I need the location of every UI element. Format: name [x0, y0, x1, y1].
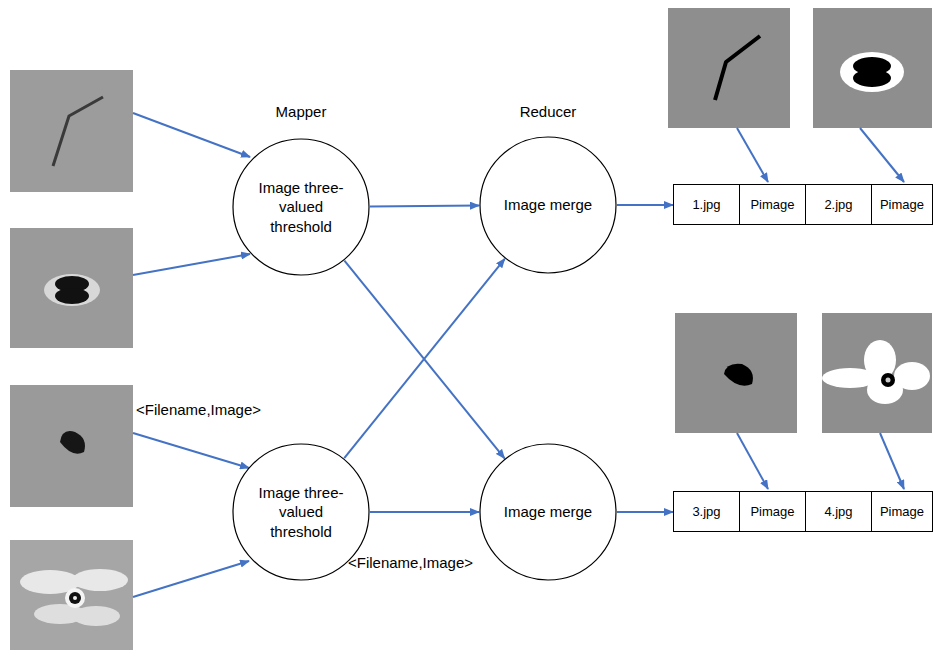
node-label: Image merge	[494, 195, 602, 215]
cell-text: Pimage	[880, 504, 924, 519]
process-circle: Image merge	[479, 443, 617, 581]
cell-text: 4.jpg	[824, 504, 852, 519]
input-image	[10, 228, 133, 348]
output-image	[822, 313, 932, 433]
cell-text: 3.jpg	[692, 504, 720, 519]
process-circle: Image three-valued threshold	[232, 138, 370, 276]
node-label: Image three-valued threshold	[247, 178, 355, 237]
cell-text: 2.jpg	[824, 197, 852, 212]
column-heading: Mapper	[276, 103, 327, 120]
cell-text: 1.jpg	[692, 197, 720, 212]
image-arrow	[133, 113, 904, 597]
cell-text: Pimage	[750, 504, 794, 519]
connector-arrow	[617, 511, 673, 513]
data-label: <Filename,Image>	[348, 554, 473, 571]
table-cell: 2.jpg	[805, 184, 872, 225]
table-cell: Pimage	[739, 184, 806, 225]
connector-arrow	[370, 205, 479, 208]
output-image	[675, 313, 797, 433]
table-cell: Pimage	[871, 184, 933, 225]
table-cell: 4.jpg	[805, 491, 872, 532]
input-image	[10, 385, 133, 507]
node-label: Image three-valued threshold	[247, 483, 355, 542]
table-cell: 3.jpg	[673, 491, 740, 532]
output-image	[813, 8, 932, 128]
connector-arrow	[617, 204, 673, 206]
connector-arrow	[344, 259, 504, 458]
output-image	[668, 8, 790, 128]
table-cell: Pimage	[871, 491, 933, 532]
cell-text: Pimage	[750, 197, 794, 212]
input-image	[10, 70, 133, 192]
process-circle: Image merge	[479, 136, 617, 274]
table-cell: Pimage	[739, 491, 806, 532]
connector-arrow	[370, 511, 479, 513]
cell-text: Pimage	[880, 197, 924, 212]
table-cell: 1.jpg	[673, 184, 740, 225]
input-image	[10, 540, 133, 650]
node-label: Image merge	[494, 502, 602, 522]
data-label: <Filename,Image>	[136, 401, 261, 418]
column-heading: Reducer	[520, 103, 577, 120]
